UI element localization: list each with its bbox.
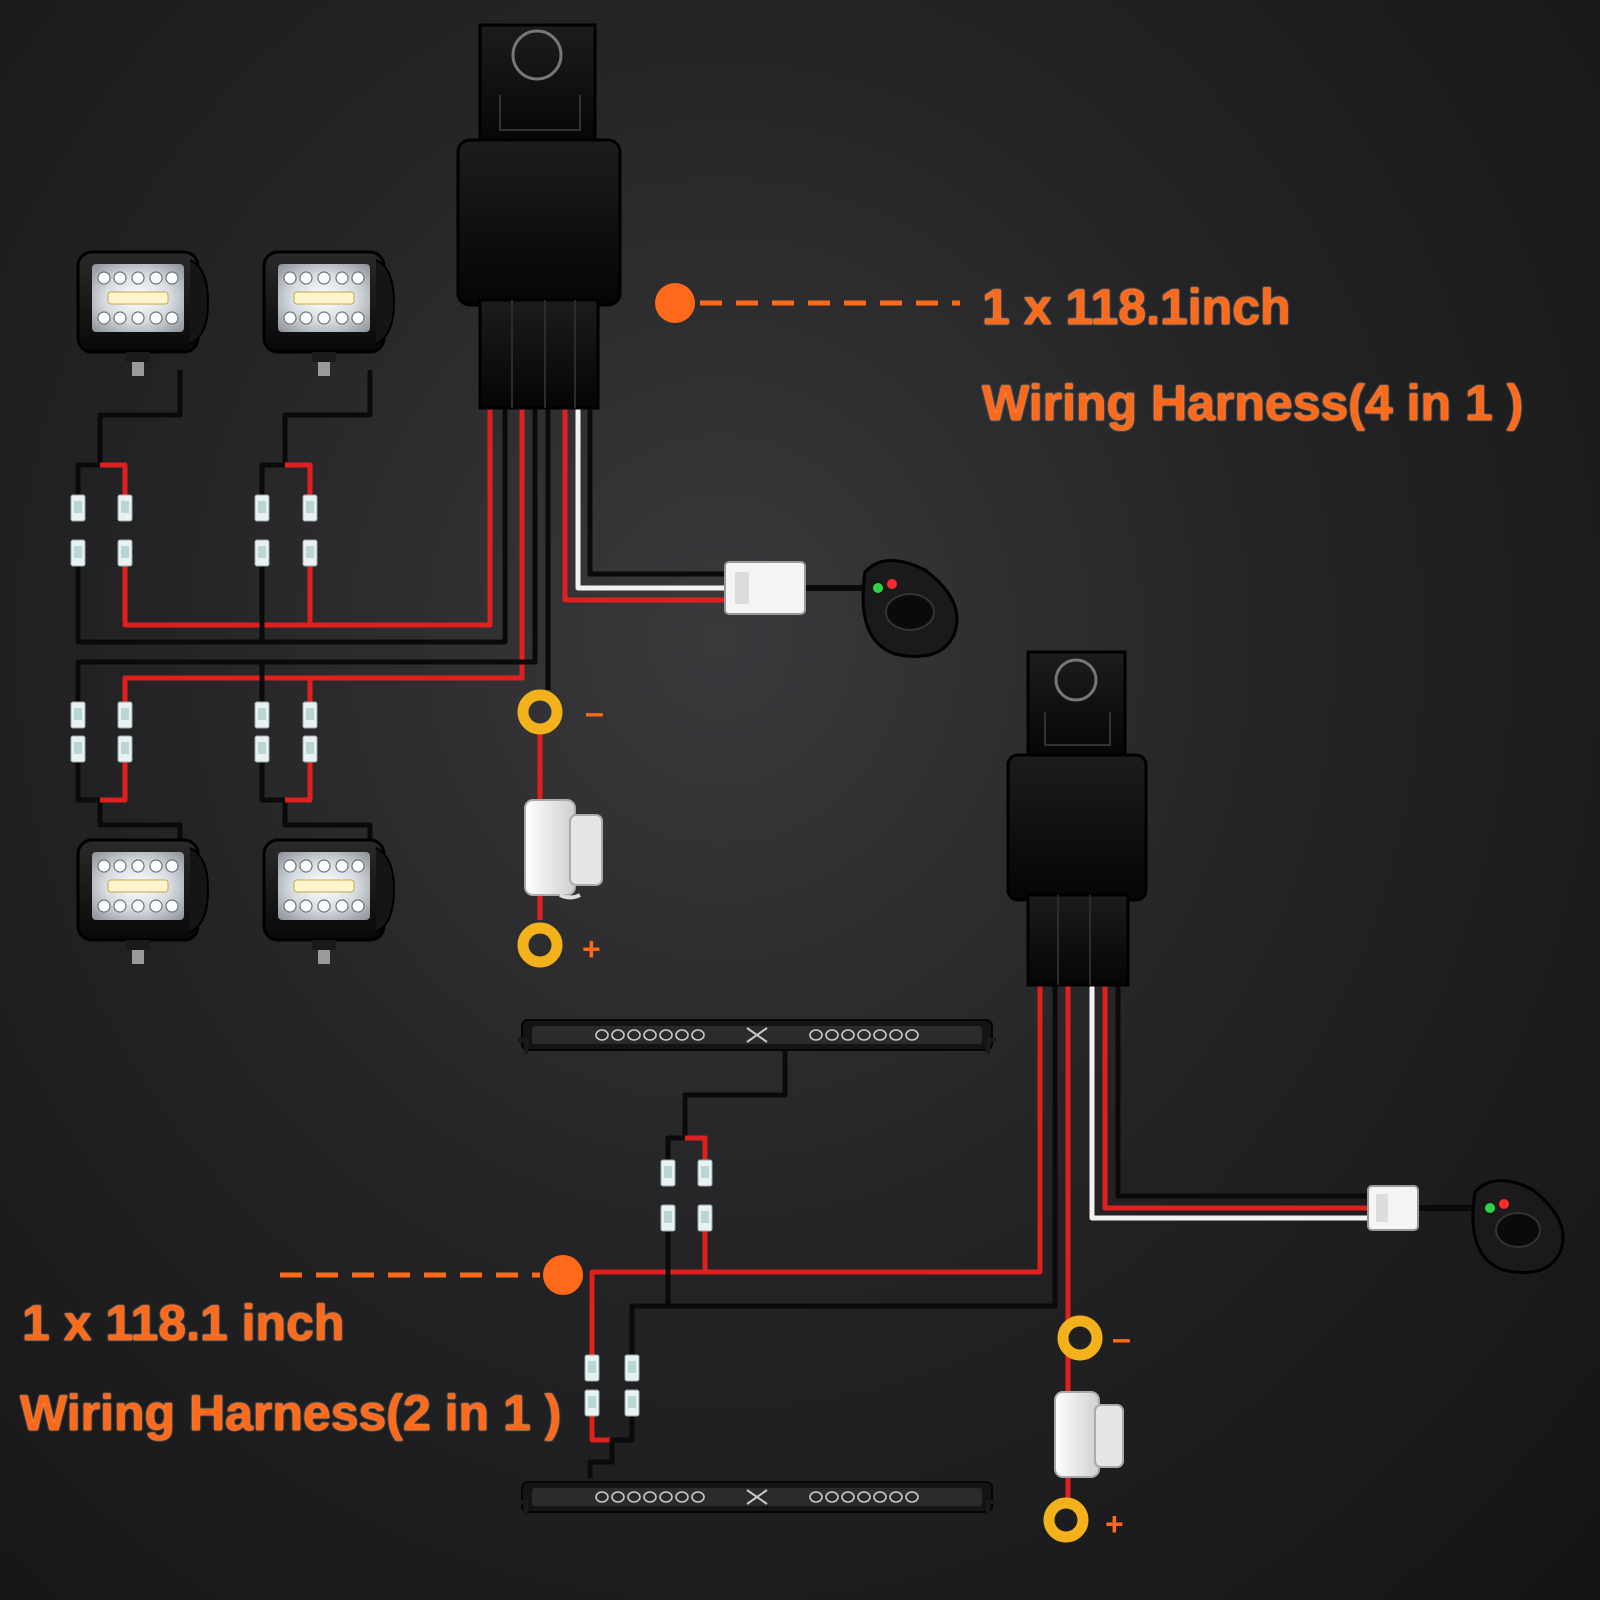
harness-4in1-wires [75,370,870,920]
positive-sign-2in1: + [1105,1506,1124,1542]
ring-terminal-icon [523,928,557,962]
callout-2in1 [280,1255,583,1295]
rocker-switch-icon [1471,1179,1565,1274]
fuse-holder-icon [524,799,603,900]
ring-terminal-icon [523,695,557,729]
led-light-bar-icon [516,1018,998,1056]
harness-2in1-name-label: Wiring Harness(2 in 1 ) [20,1385,562,1441]
ring-terminal-icon [1049,1503,1083,1537]
led-pod-light-icon [76,838,210,966]
harness-4in1-length-label: 1 x 118.1inch [982,279,1291,335]
harness-2in1-wires [587,982,1478,1508]
switch-connector-2in1 [1367,1185,1419,1231]
led-light-bar-icon [516,1480,998,1518]
led-pod-light-icon [262,250,396,378]
harness-4in1-name-label: Wiring Harness(4 in 1 ) [982,375,1524,431]
positive-sign-4in1: + [582,931,601,967]
switch-connector-4in1 [724,561,806,615]
relay-4in1 [456,23,622,410]
spade-connector-icons-4in1 [70,494,318,763]
negative-sign-4in1: – [585,694,604,732]
led-pod-light-icon [76,250,210,378]
callout-4in1 [655,283,960,323]
rocker-switch-icon [861,559,959,658]
fuse-holder-icon [1054,1391,1124,1478]
relay-2in1 [1006,650,1148,987]
ring-terminal-icon [1063,1321,1097,1355]
negative-sign-2in1: – [1112,1320,1131,1358]
harness-2in1-length-label: 1 x 118.1 inch [22,1295,345,1351]
led-pod-light-icon [262,838,396,966]
spade-connector-icons-2in1 [584,1159,713,1417]
